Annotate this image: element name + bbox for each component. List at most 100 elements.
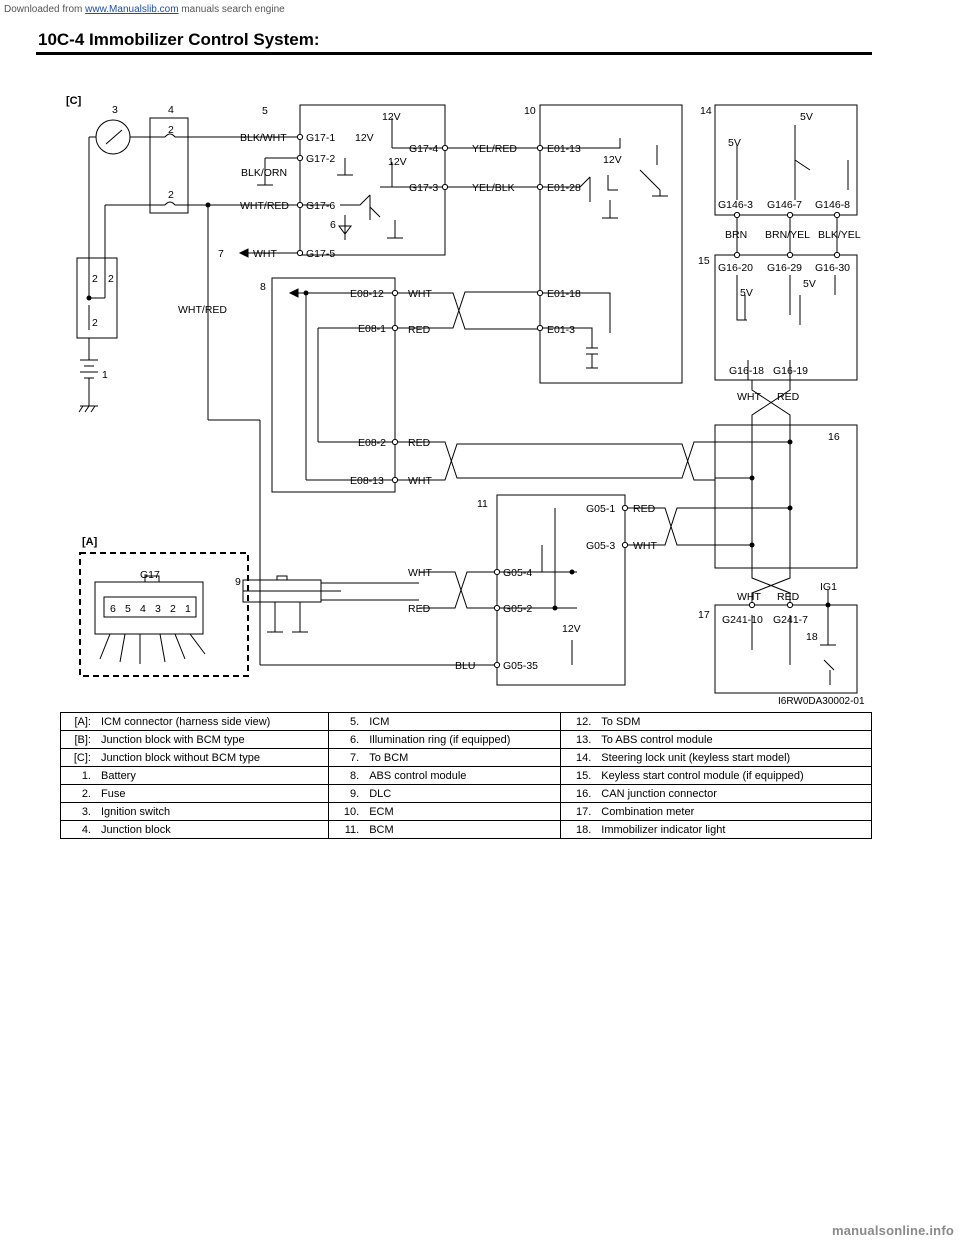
wire-red-keyless: RED [777,391,800,403]
label-2c: 2 [92,273,98,285]
term-g05-2: G05-2 [503,603,532,615]
term-g17-2: G17-2 [306,153,335,165]
legend-value: ICM connector (harness side view) [95,712,330,731]
volt-bcm: 12V [562,623,581,635]
term-g05-3: G05-3 [586,540,615,552]
keyless-module-box [714,254,858,381]
steering-lock-box [714,104,858,216]
legend-key: 12. [560,712,596,731]
wiring-diagram: [C] [A] 3 4 2 2 2 2 2 1 5 6 7 8 9 10 11 … [66,95,865,707]
bcm-box [496,494,626,686]
g17-pin-1: 1 [185,603,191,615]
volt-g171: 12V [355,132,374,144]
icm-box [299,104,446,256]
legend-key: 6. [328,730,364,749]
legend-key: 13. [560,730,596,749]
legend-value: Fuse [95,784,330,803]
wire-blk-wht: BLK/WHT [240,132,287,144]
wire-wht-keyless: WHT [737,391,761,403]
source-suffix: manuals search engine [178,4,285,15]
legend-value: Junction block [95,820,330,839]
legend-key: [A]: [60,712,95,731]
wire-red-e081: RED [408,324,431,336]
legend-key: 9. [328,784,364,803]
term-g17-5: G17-5 [306,248,335,260]
label-14: 14 [700,105,712,117]
label-6: 6 [330,219,336,231]
wire-yel-blk: YEL/BLK [472,182,515,194]
label-2e: 2 [92,317,98,329]
watermark: manualsonline.info [831,1223,954,1238]
connector-a-frame [79,552,249,677]
legend-table: [A]:ICM connector (harness side view)5.I… [60,712,873,839]
ignition-switch [95,119,131,155]
wire-red-g051: RED [633,503,656,515]
label-3: 3 [112,104,118,116]
label-2d: 2 [108,273,114,285]
legend-value: ICM [363,712,562,731]
can-junction-box [714,424,858,569]
legend-value: Combination meter [595,802,873,821]
label-7: 7 [218,248,224,260]
legend-key: 8. [328,766,364,785]
legend-value: DLC [363,784,562,803]
abs-box [271,277,396,493]
term-g16-30: G16-30 [815,262,850,274]
volt-5v-d: 5V [803,278,816,290]
volt-5v-b: 5V [800,111,813,123]
legend-row: [A]:ICM connector (harness side view)5.I… [60,712,873,731]
wire-yel-red: YEL/RED [472,143,517,155]
legend-key: 14. [560,748,596,767]
source-line: Downloaded from www.Manualslib.com manua… [4,4,285,15]
source-link[interactable]: www.Manualslib.com [85,4,179,15]
wire-red-dlc: RED [408,603,431,615]
legend-key: 1. [60,766,95,785]
term-e01-28: E01-28 [547,182,581,194]
legend-value: Illumination ring (if equipped) [363,730,562,749]
term-e08-2: E08-2 [358,437,386,449]
wire-brn-yel: BRN/YEL [765,229,810,241]
volt-5v-a: 5V [728,137,741,149]
legend-key: [B]: [60,730,95,749]
term-e08-12: E08-12 [350,288,384,300]
label-11: 11 [477,498,488,510]
wire-blk-orn: BLK/ORN [241,167,287,179]
legend-value: ABS control module [363,766,562,785]
wire-red-e082: RED [408,437,431,449]
legend-key: [C]: [60,748,95,767]
term-g17-6: G17-6 [306,200,335,212]
term-e01-3: E01-3 [547,324,575,336]
legend-key: 18. [560,820,596,839]
g17-pin-6: 6 [110,603,116,615]
label-2b: 2 [168,189,174,201]
label-16: 16 [828,431,840,443]
legend-key: 2. [60,784,95,803]
term-g146-8: G146-8 [815,199,850,211]
legend-value: Battery [95,766,330,785]
wire-wht-e0813: WHT [408,475,432,487]
junction-block [149,117,189,214]
legend-value: To ABS control module [595,730,873,749]
legend-value: Immobilizer indicator light [595,820,873,839]
wire-wht-red: WHT/RED [240,200,289,212]
legend-value: Keyless start control module (if equippe… [595,766,873,785]
section-a-label: [A] [82,536,98,548]
wire-brn: BRN [725,229,747,241]
label-9: 9 [235,576,241,588]
label-18: 18 [806,631,818,643]
term-g05-1: G05-1 [586,503,615,515]
wire-wht-7: WHT [253,248,277,260]
label-8: 8 [260,281,266,293]
volt-icm-2: 12V [388,156,407,168]
legend-key: 7. [328,748,364,767]
term-g241-10: G241-10 [722,614,763,626]
g17-pin-2: 2 [170,603,176,615]
connector-g17-name: G17 [140,569,160,581]
term-g05-35: G05-35 [503,660,538,672]
volt-ig1: IG1 [820,581,837,593]
legend-value: Junction block without BCM type [95,748,330,767]
